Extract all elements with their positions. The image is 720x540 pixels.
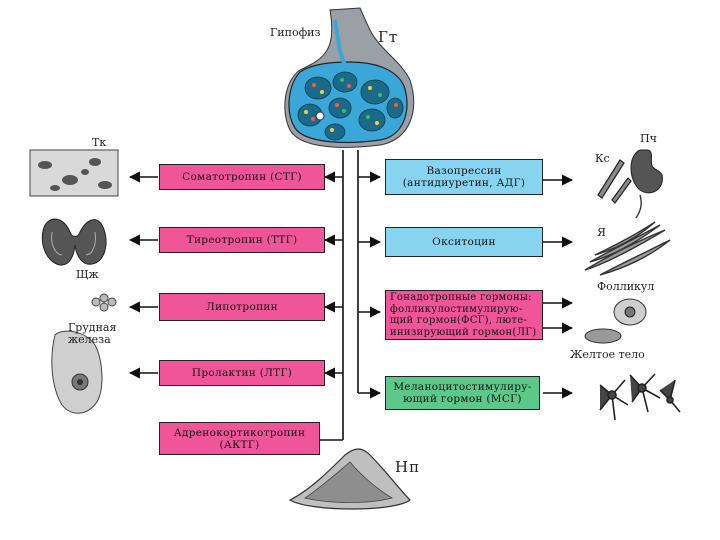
hormone-box-vasopressin: Вазопрессин (антидиуретин, АДГ) [385,159,543,195]
hormone-label: Липотропин [206,301,278,313]
hormone-label: Окситоцин [432,236,496,248]
hormone-label: Соматотропин (СТГ) [182,171,302,183]
neurohypophysis-drawing [288,448,411,510]
hormone-label: Меланоцитостимулиру- ющий гормон (МСГ) [393,381,532,405]
hormone-label: Тиреотропин (ТТГ) [186,234,298,246]
pituitary-gland [284,7,415,148]
corpus-luteum-drawing [584,328,622,344]
bone-drawing [597,159,632,204]
pituitary-label: Гипофиз [270,26,321,39]
connector-lines [128,150,574,441]
muscle-label: Я [597,226,606,239]
thyroid-label: Щж [76,268,99,281]
follicle-label: Фолликул [597,280,655,293]
hormone-box-gonadotropins: Гонадотропные гормоны: фолликулостимулир… [385,290,543,340]
hormone-box-acth: Адренокортикотропин (АКТГ) [159,422,320,455]
fat-cells-drawing [91,293,117,312]
neurohypophysis-label: Нп [395,458,421,476]
smooth-muscle-drawing [584,221,671,276]
hormone-box-oxytocin: Окситоцин [385,227,543,257]
mammary-drawing [51,330,103,414]
hormone-box-lipotropin: Липотропин [159,293,325,321]
mammary-label: Грудная железа [68,321,117,346]
hypothalamus-label: Гт [378,28,399,46]
hormone-box-somatotropin: Соматотропин (СТГ) [159,164,325,190]
hormone-box-msh: Меланоцитостимулиру- ющий гормон (МСГ) [385,376,540,410]
follicle-drawing [613,298,647,326]
hormone-label: Пролактин (ЛТГ) [191,367,293,379]
tissue-label: Тк [92,136,107,149]
tissue-drawing [29,149,119,197]
hormone-box-thyrotropin: Тиреотропин (ТТГ) [159,227,325,253]
hormone-label: Вазопрессин (антидиуретин, АДГ) [402,165,526,189]
hormone-box-prolactin: Пролактин (ЛТГ) [159,360,325,386]
kidney-label: Пч [640,132,657,145]
kidney-drawing [630,149,663,219]
corpus-luteum-label: Желтое тело [570,348,645,361]
hormone-label: Гонадотропные гормоны: фолликулостимулир… [390,292,537,338]
melanocytes-drawing [599,373,681,421]
hormone-label: Адренокортикотропин (АКТГ) [173,426,306,451]
thyroid-drawing [41,218,107,266]
bone-label: Кс [595,152,610,165]
